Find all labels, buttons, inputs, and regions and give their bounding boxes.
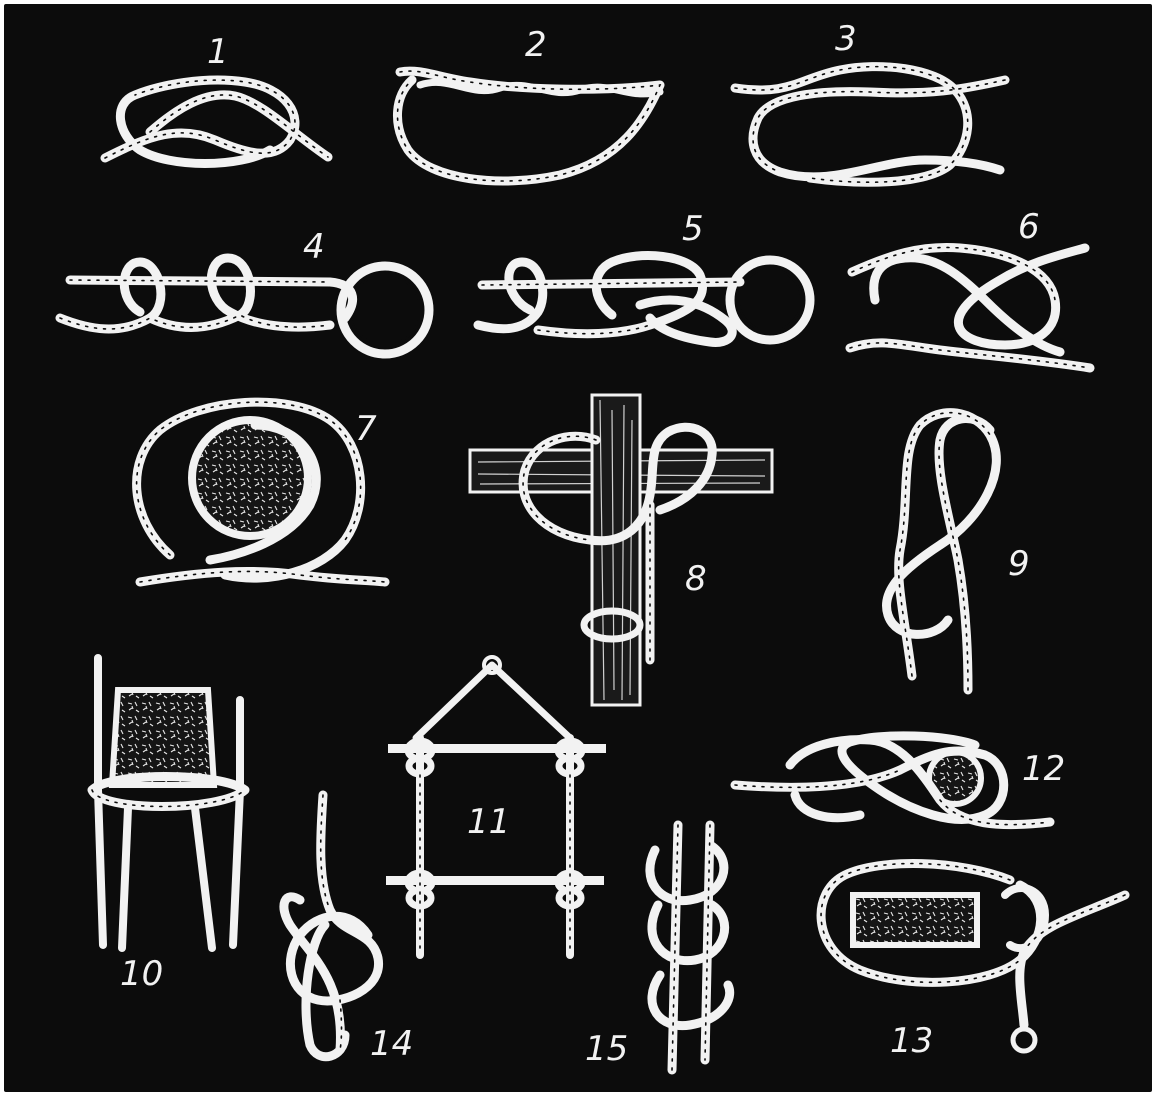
label-15: 15	[585, 1029, 628, 1069]
knot-13	[821, 864, 1125, 1051]
label-1: 1	[207, 32, 229, 72]
knot-1	[105, 80, 328, 163]
knot-15	[650, 825, 730, 1070]
knot-7	[137, 402, 385, 582]
label-10: 10	[120, 954, 163, 994]
label-4: 4	[303, 227, 325, 267]
label-6: 6	[1018, 207, 1040, 247]
knot-9	[887, 413, 997, 690]
knot-5	[478, 256, 810, 343]
label-11: 11	[467, 802, 510, 842]
knot-10	[92, 658, 245, 948]
label-2: 2	[525, 25, 547, 65]
label-8: 8	[685, 559, 707, 599]
label-5: 5	[682, 209, 704, 249]
knot-6	[850, 247, 1090, 368]
label-14: 14	[370, 1024, 413, 1064]
knot-4	[60, 258, 429, 354]
label-3: 3	[835, 19, 857, 59]
label-9: 9	[1008, 544, 1030, 584]
label-7: 7	[355, 409, 377, 449]
label-12: 12	[1022, 749, 1065, 789]
knot-2	[397, 71, 660, 181]
knot-8	[470, 395, 772, 705]
label-13: 13	[890, 1021, 933, 1061]
knot-14	[284, 795, 379, 1057]
knot-12	[735, 736, 1050, 825]
knot-3	[735, 67, 1005, 183]
